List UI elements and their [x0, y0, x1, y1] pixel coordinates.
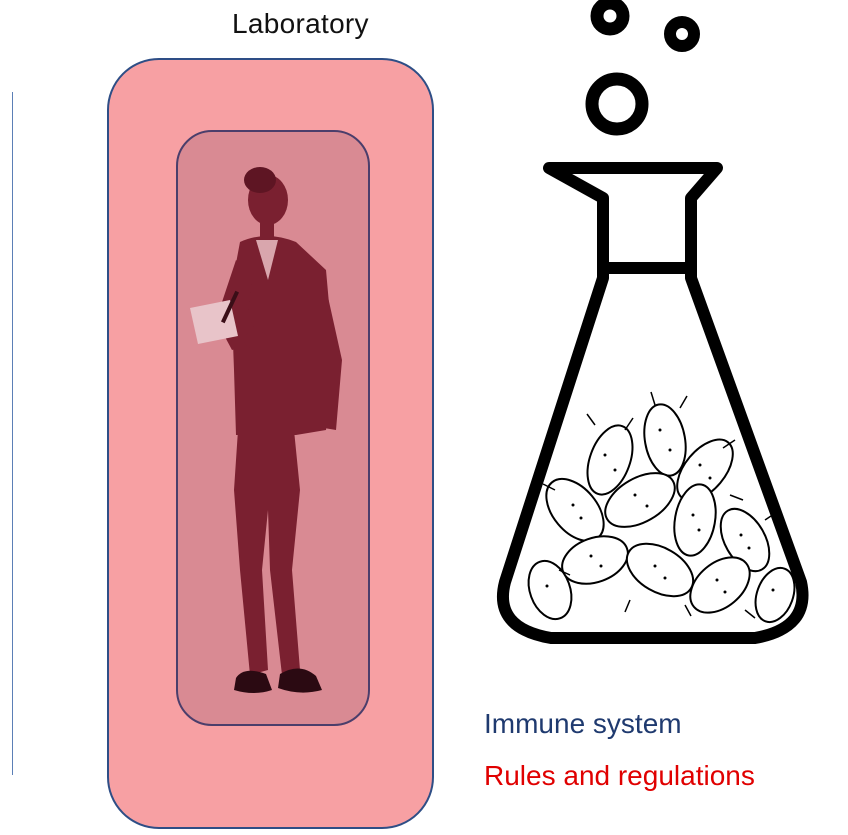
rules-regulations-caption: Rules and regulations: [484, 760, 755, 791]
bubble-icon: [585, 0, 700, 136]
bacteria-icon: [527, 403, 796, 624]
left-divider-line: [12, 92, 13, 775]
laboratory-title: Laboratory: [232, 8, 369, 39]
immune-system-caption: Immune system: [484, 708, 682, 739]
erlenmeyer-flask-icon: [497, 0, 809, 644]
woman-figure: [190, 167, 342, 693]
